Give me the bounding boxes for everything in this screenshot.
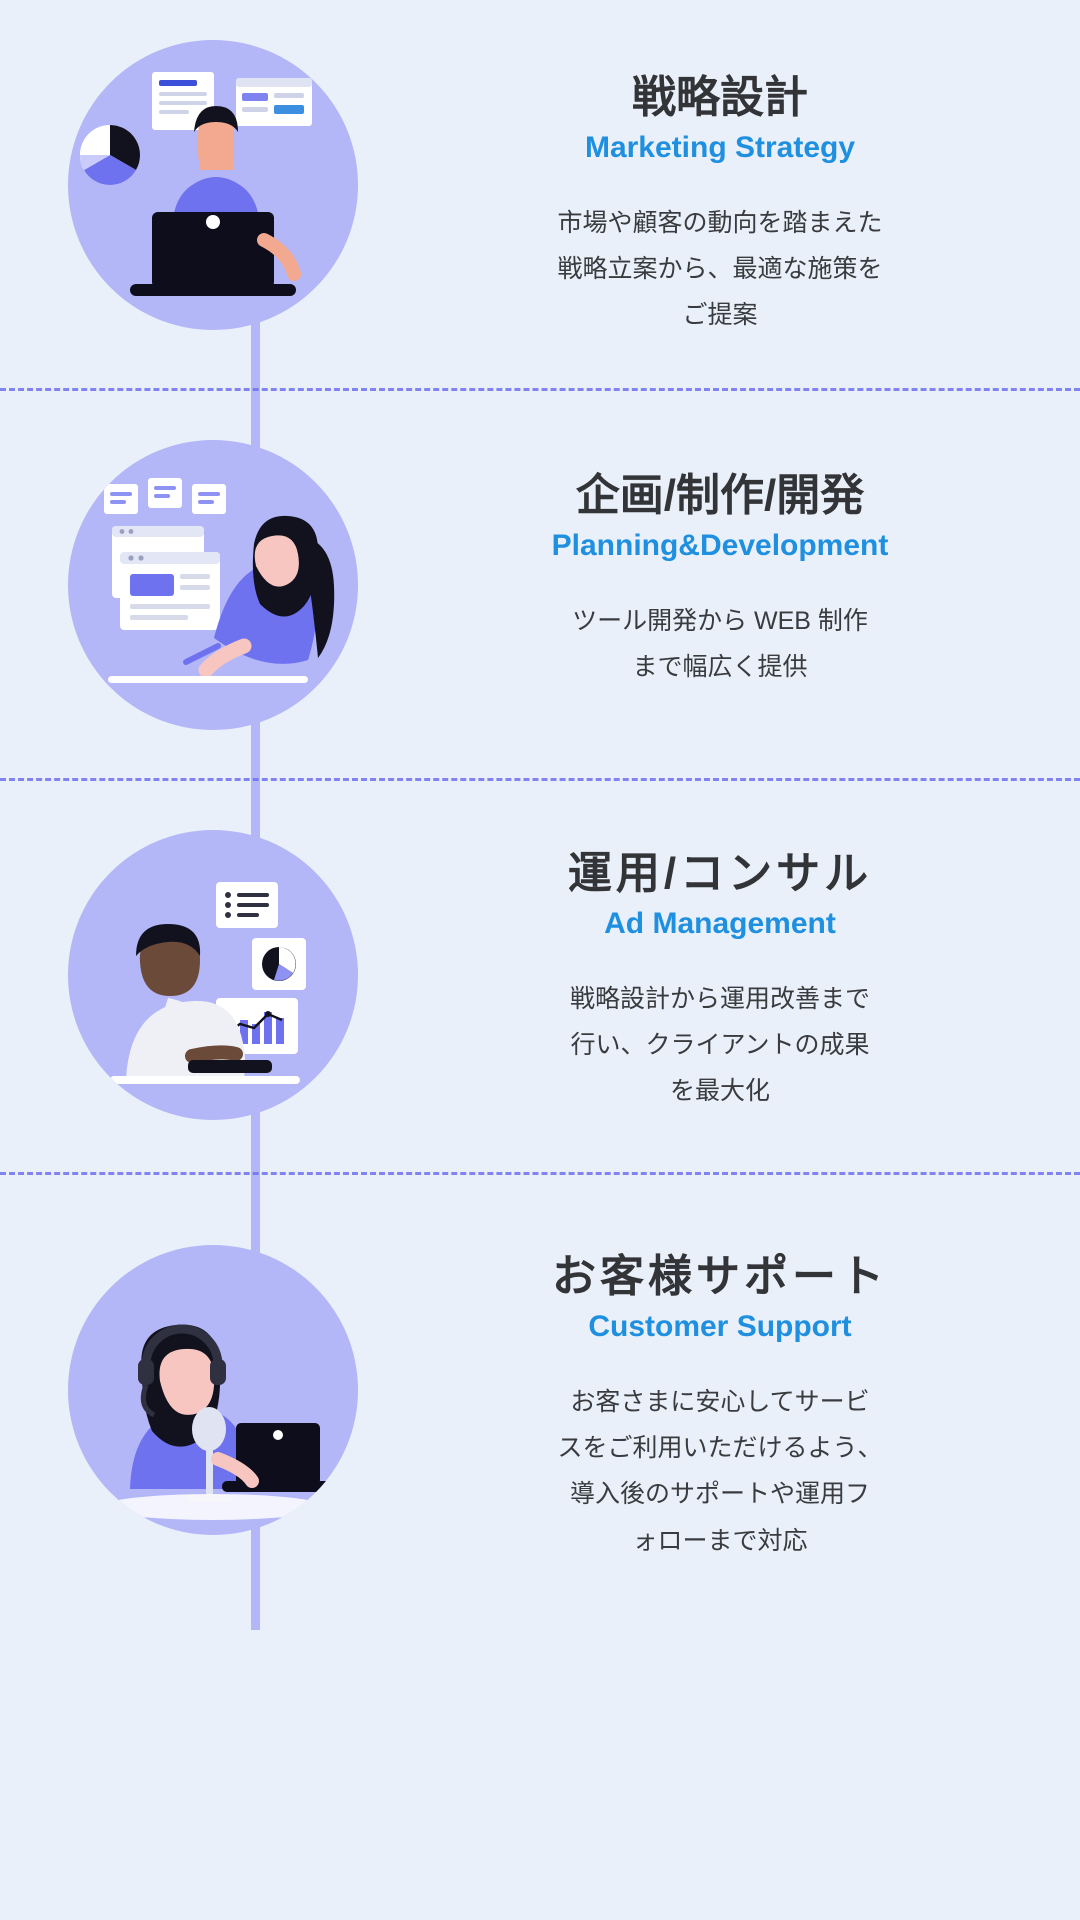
body-line: 導入後のサポートや運用フ [569, 1480, 870, 1509]
section-subtitle: Planning&Development [551, 528, 889, 562]
body-line: を最大化 [669, 1077, 770, 1106]
section-subtitle: Customer Support [588, 1309, 852, 1343]
section-title: お客様サポート [552, 1252, 888, 1301]
section-divider-1 [0, 388, 1080, 391]
body-line: まで幅広く提供 [632, 653, 808, 682]
section-body: 市場や顧客の動向を踏まえた 戦略立案から、最適な施策を ご提案 [400, 200, 1040, 339]
section-divider-3 [0, 1172, 1080, 1175]
section-subtitle: Ad Management [604, 906, 836, 940]
body-line: ツール開発から WEB 制作 [572, 606, 868, 635]
person-at-laptop-with-charts-icon [68, 40, 358, 330]
support-agent-with-headset-icon [68, 1245, 358, 1535]
body-line: スをご利用いただけるよう、 [557, 1434, 883, 1463]
section-body: お客さまに安心してサービ スをご利用いただけるよう、 導入後のサポートや運用フ … [400, 1379, 1040, 1564]
illustration-marketing-strategy [68, 40, 358, 330]
section-subtitle: Marketing Strategy [584, 130, 856, 164]
body-line: ご提案 [682, 301, 758, 330]
body-line: 戦略設計から運用改善まで [569, 984, 870, 1013]
body-line: 戦略立案から、最適な施策を [557, 255, 883, 284]
section-divider-2 [0, 778, 1080, 781]
section-title: 企画/制作/開発 [575, 471, 865, 520]
body-line: 市場や顧客の動向を踏まえた [557, 208, 883, 237]
body-line: 行い、クライアントの成果 [570, 1031, 870, 1060]
illustration-ad-management [68, 830, 358, 1120]
body-line: お客さまに安心してサービ [570, 1387, 870, 1416]
man-reviewing-analytics-icon [68, 830, 358, 1120]
illustration-customer-support [68, 1245, 358, 1535]
content-planning-development: 企画/制作/開発 Planning&Development ツール開発から WE… [400, 470, 1040, 690]
section-title: 運用/コンサル [567, 849, 873, 898]
content-ad-management: 運用/コンサル Ad Management 戦略設計から運用改善まで 行い、クラ… [400, 848, 1040, 1115]
body-line: ォローまで対応 [632, 1526, 808, 1555]
content-marketing-strategy: 戦略設計 Marketing Strategy 市場や顧客の動向を踏まえた 戦略… [400, 72, 1040, 339]
woman-designing-web-pages-icon [68, 440, 358, 730]
section-body: 戦略設計から運用改善まで 行い、クライアントの成果 を最大化 [400, 976, 1040, 1115]
section-body: ツール開発から WEB 制作 まで幅広く提供 [400, 598, 1040, 691]
section-title: 戦略設計 [632, 73, 808, 122]
content-customer-support: お客様サポート Customer Support お客さまに安心してサービ スを… [400, 1251, 1040, 1564]
illustration-planning-development [68, 440, 358, 730]
